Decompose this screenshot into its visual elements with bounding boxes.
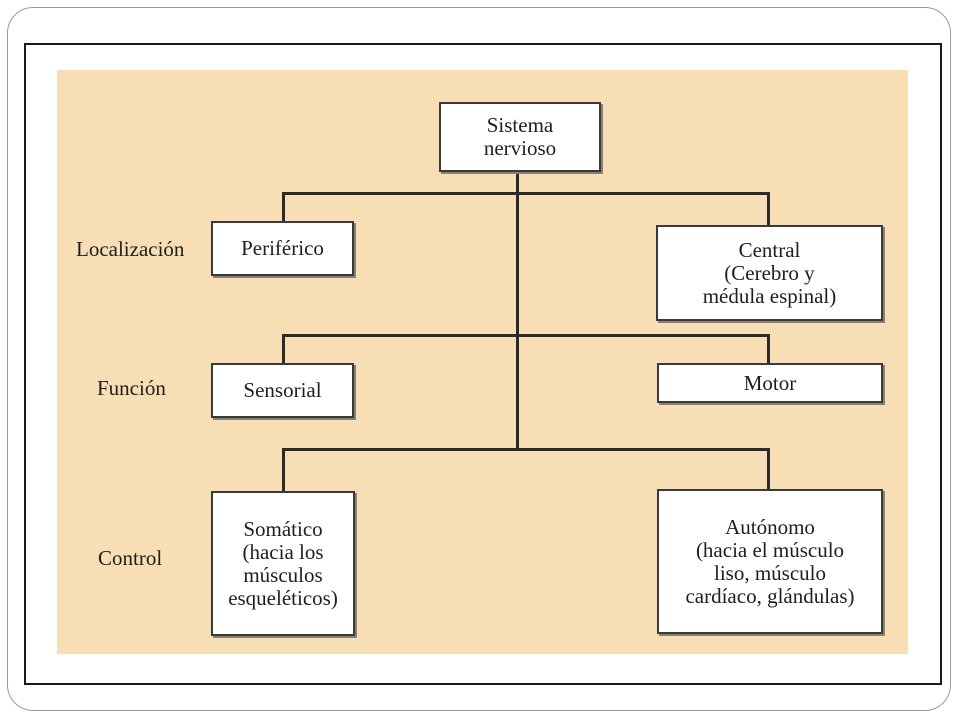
connector-row2-horizontal bbox=[282, 334, 770, 337]
connector-row1-right-drop bbox=[767, 192, 770, 226]
node-autonomo: Autónomo (hacia el músculo liso, músculo… bbox=[657, 489, 883, 634]
node-sistema-nervioso: Sistema nervioso bbox=[439, 102, 601, 172]
connector-row1-horizontal bbox=[282, 192, 770, 195]
row-label-localizacion: Localización bbox=[76, 237, 185, 261]
connector-row2-left-drop bbox=[282, 334, 285, 364]
connector-row3-left-drop bbox=[282, 448, 285, 492]
connector-row1-left-drop bbox=[282, 192, 285, 222]
connector-row2-right-drop bbox=[767, 334, 770, 364]
node-periferico: Periférico bbox=[211, 221, 354, 276]
connector-row3-horizontal bbox=[282, 448, 770, 451]
node-somatico: Somático (hacia los músculos esquelético… bbox=[211, 491, 355, 636]
row-label-control: Control bbox=[98, 546, 163, 570]
connector-row3-right-drop bbox=[767, 448, 770, 490]
trunk-line bbox=[516, 172, 519, 450]
node-central: Central (Cerebro y médula espinal) bbox=[656, 225, 883, 321]
node-sensorial: Sensorial bbox=[211, 363, 354, 418]
node-motor: Motor bbox=[657, 363, 883, 403]
row-label-funcion: Función bbox=[97, 376, 166, 400]
